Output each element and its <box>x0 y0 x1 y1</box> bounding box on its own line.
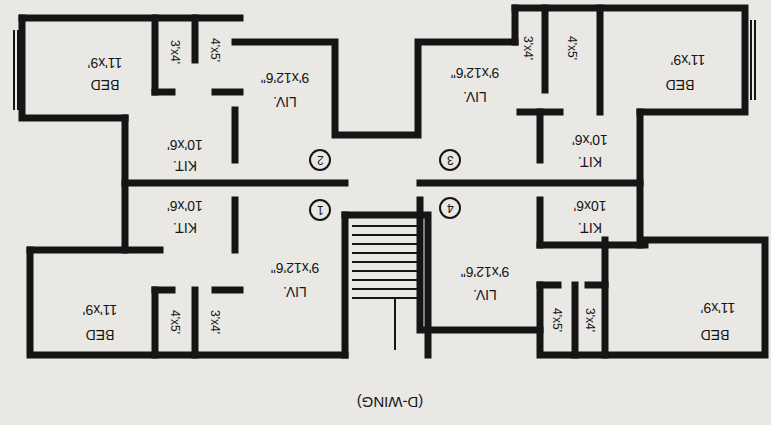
flat-number-text: 3 <box>447 153 454 167</box>
flat-number: 2 <box>309 149 331 171</box>
room-label: 3'x4' <box>522 36 534 60</box>
room-label: LIV. <box>273 95 297 109</box>
room-label: 10'x6' <box>167 138 203 152</box>
room-label: BED <box>701 328 730 342</box>
flat-number: 3 <box>439 149 461 171</box>
room-label: LIV. <box>283 285 307 299</box>
room-label: KIT. <box>173 221 197 235</box>
room-label: 3'x4' <box>169 40 181 64</box>
room-label: BED <box>91 78 120 92</box>
wing-caption: (D-WING) <box>357 395 424 410</box>
room-label: 10'x6' <box>167 199 203 213</box>
room-label: BED <box>86 328 115 342</box>
room-label: 9'x12'6" <box>261 71 309 85</box>
room-label: 4'x5' <box>551 308 563 332</box>
flat-number: 4 <box>439 197 461 219</box>
room-label: LIV. <box>463 90 487 104</box>
room-label: KIT. <box>578 221 602 235</box>
room-label: 3'x4' <box>209 310 221 334</box>
flat-number: 1 <box>309 199 331 221</box>
room-label: 9'x12'6" <box>461 265 509 279</box>
room-label: 10x6' <box>573 199 606 213</box>
room-label: 4'x5' <box>209 38 221 62</box>
room-label: 4'x5' <box>169 310 181 334</box>
room-label: 11'x9' <box>671 53 706 67</box>
room-label: 10'x6' <box>572 133 608 147</box>
flat-number-text: 1 <box>317 203 324 217</box>
room-label: 11'x9' <box>701 301 736 315</box>
room-label: KIT. <box>173 159 197 173</box>
room-label: LIV. <box>473 288 497 302</box>
room-label: BED <box>666 78 695 92</box>
room-label: 9'x12'6" <box>451 66 499 80</box>
room-label: 11'x9' <box>88 56 123 70</box>
flat-number-text: 4 <box>447 201 454 215</box>
flat-number-text: 2 <box>317 153 324 167</box>
room-label: 9'x12'6" <box>271 261 319 275</box>
room-label: 11'x9' <box>83 303 118 317</box>
room-label: KIT. <box>578 155 602 169</box>
room-label: 3'x4' <box>584 308 596 332</box>
room-label: 4'x5' <box>566 36 578 60</box>
